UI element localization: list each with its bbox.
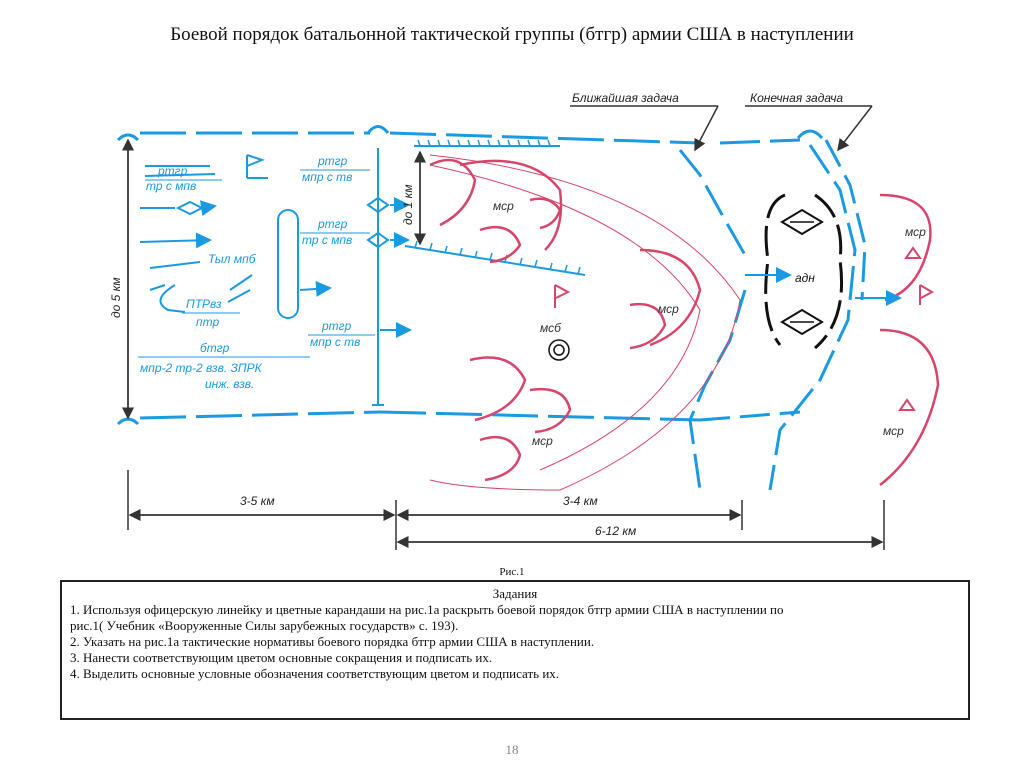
page-title: Боевой порядок батальонной тактической г…: [170, 24, 854, 45]
rtgr-1-top: ртгр: [157, 164, 188, 178]
dist-3-4-label: 3-4 км: [563, 494, 598, 508]
rear-label: Тыл мпб: [208, 252, 257, 266]
final-task-label: Конечная задача: [750, 91, 843, 105]
up-to-5km-label: до 5 км: [109, 277, 123, 318]
btgr-top: бтгр: [200, 341, 230, 355]
msb-symbol-inner: [553, 344, 565, 356]
rtgr-3-top: ртгр: [317, 217, 348, 231]
msr-label-1: мср: [493, 199, 514, 213]
msb-label: мсб: [540, 321, 562, 335]
up-to-1km-label: до 1 км: [401, 184, 415, 225]
msr-label-4: мср: [905, 225, 926, 239]
nearest-task-label: Ближайшая задача: [572, 91, 679, 105]
artillery-group: [764, 193, 844, 350]
enemy-flags: [554, 246, 935, 411]
task-item: рис.1( Учебник «Вооруженные Силы зарубеж…: [70, 618, 459, 633]
rtgr-2-top: ртгр: [317, 154, 348, 168]
tasks-heading: Задания: [492, 586, 538, 601]
rtgr-2-bot: мпр с тв: [302, 170, 352, 184]
figure-caption: Рис.1: [499, 566, 525, 578]
task-pointers: [570, 105, 873, 152]
tasks-box: Задания 1. Используя офицерскую линейку …: [60, 580, 970, 720]
msr-label-5: мср: [883, 424, 904, 438]
msr-label-3: мср: [532, 434, 553, 448]
ptr-top: ПТРвз: [186, 297, 222, 311]
rtgr-1-bot: тр с мпв: [146, 179, 196, 193]
rtgr-3-bot: тр с мпв: [302, 233, 352, 247]
enemy-positions: [429, 158, 940, 486]
dist-6-12-label: 6-12 км: [595, 524, 636, 538]
horizontal-dimensions: [127, 470, 885, 550]
adn-label: адн: [795, 271, 815, 285]
task-item: 1. Используя офицерскую линейку и цветны…: [70, 602, 784, 617]
task-item: 4. Выделить основные условные обозначени…: [70, 666, 560, 681]
task-item: 3. Нанести соответствующим цветом основн…: [70, 650, 493, 665]
dist-3-5-label: 3-5 км: [240, 494, 275, 508]
battle-order-diagram: Ближайшая задача Конечная задача ртгр тр…: [109, 91, 940, 550]
vertical-dimensions: [122, 138, 426, 420]
msb-symbol: [548, 339, 570, 361]
rtgr-4-bot: мпр с тв: [310, 335, 360, 349]
rear-units: [139, 154, 332, 319]
center-units: [366, 148, 412, 406]
task-item: 2. Указать на рис.1а тактические нормати…: [70, 634, 595, 649]
msr-label-2: мср: [658, 302, 679, 316]
btgr-bot-2: инж. взв.: [205, 377, 254, 391]
own-boundaries: [116, 125, 867, 491]
rtgr-4-top: ртгр: [321, 319, 352, 333]
artillery-connections: [745, 267, 902, 306]
assault-lines: [429, 154, 741, 491]
ptr-bot: птр: [196, 315, 219, 329]
page-number: 18: [505, 742, 519, 757]
btgr-bot-1: мпр-2 тр-2 взв. ЗПРК: [140, 361, 263, 375]
